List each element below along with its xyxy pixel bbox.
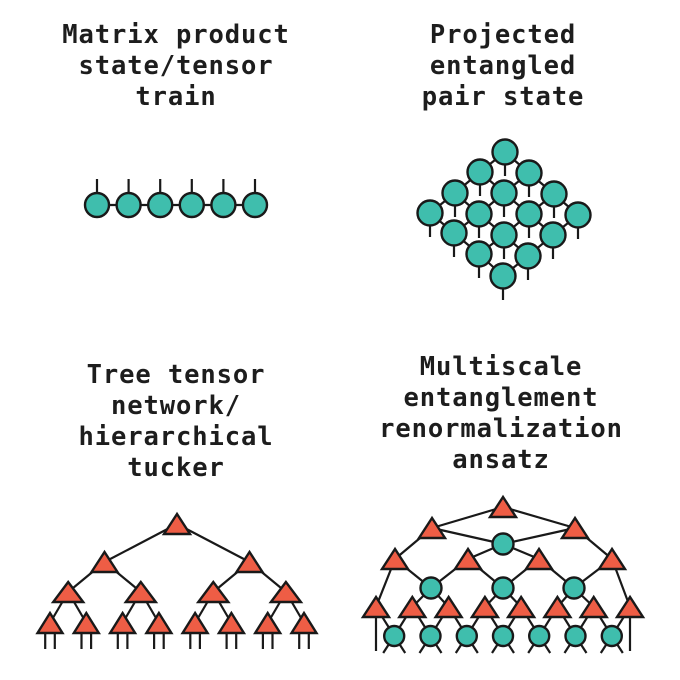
circle-tensor-node [455, 624, 478, 648]
circle-tensor-node [491, 138, 519, 166]
triangle-tensor-node [268, 580, 304, 604]
triangle-tensor-node [216, 610, 247, 635]
circle-tensor-node [600, 624, 623, 648]
triangle-tensor-node [542, 594, 573, 619]
circle-tensor-node [419, 624, 442, 648]
triangle-tensor-node [559, 515, 591, 540]
circle-tensor-node [491, 576, 515, 600]
triangle-tensor-node [523, 546, 555, 571]
triangle-tensor-node [379, 546, 411, 571]
panel-title-peps: Projected entangled pair state [421, 20, 585, 112]
circle-tensor-node [210, 191, 237, 219]
triangle-tensor-node [89, 549, 120, 574]
triangle-tensor-node [195, 580, 231, 604]
circle-tensor-node [564, 624, 587, 648]
diagram-peps [416, 138, 592, 300]
triangle-tensor-node [234, 549, 265, 574]
triangle-tensor-node [578, 594, 609, 619]
circle-tensor-node [491, 624, 515, 648]
circle-tensor-node [491, 532, 515, 556]
triangle-tensor-node [161, 511, 193, 536]
bond-edge [103, 523, 178, 563]
bond-edge [431, 505, 504, 530]
triangle-tensor-node [253, 610, 283, 635]
circle-tensor-node [466, 158, 494, 186]
triangle-tensor-node [397, 594, 428, 619]
circle-tensor-node [146, 191, 174, 219]
circle-tensor-node [540, 180, 568, 208]
triangle-tensor-node [50, 579, 86, 604]
triangle-tensor-node [180, 610, 210, 635]
bond-edge [176, 523, 251, 563]
bond-edge [431, 526, 504, 546]
triangle-tensor-node [487, 494, 519, 519]
circle-tensor-node [489, 262, 517, 290]
diagram-mera [360, 494, 646, 654]
circle-tensor-node [539, 221, 567, 249]
diagram-ttn [35, 511, 319, 649]
triangle-tensor-node [433, 594, 464, 619]
triangle-tensor-node [416, 515, 448, 540]
circle-tensor-node [515, 200, 543, 228]
triangle-tensor-node [505, 594, 537, 619]
circle-tensor-node [419, 576, 443, 600]
circle-tensor-node [515, 159, 543, 187]
circle-tensor-node [465, 200, 493, 228]
triangle-tensor-node [469, 594, 501, 619]
circle-tensor-node [514, 242, 542, 270]
triangle-tensor-node [107, 610, 138, 635]
triangle-tensor-node [123, 580, 159, 604]
circle-tensor-node [490, 179, 518, 207]
diagram-mps [83, 179, 269, 219]
triangle-tensor-node [144, 610, 174, 635]
triangle-tensor-node [452, 546, 484, 571]
circle-tensor-node [178, 191, 206, 219]
triangle-tensor-node [596, 546, 628, 571]
circle-tensor-node [528, 624, 551, 648]
circle-tensor-node [562, 576, 586, 600]
bond-edge [502, 505, 576, 530]
triangle-tensor-node [614, 594, 646, 619]
panel-title-mera: Multiscale entanglement renormalization … [379, 352, 623, 475]
circle-tensor-node [241, 191, 269, 219]
circle-tensor-node [383, 624, 406, 648]
triangle-tensor-node [360, 594, 392, 619]
circle-tensor-node [440, 219, 468, 247]
circle-tensor-node [416, 199, 444, 227]
circle-tensor-node [83, 191, 111, 219]
circle-tensor-node [115, 191, 142, 219]
circle-tensor-node [465, 240, 493, 268]
bond-edge [502, 526, 576, 546]
triangle-tensor-node [35, 610, 65, 635]
circle-tensor-node [441, 179, 469, 207]
panel-title-mps: Matrix product state/tensor train [62, 20, 290, 112]
panel-title-ttn: Tree tensor network/ hierarchical tucker [78, 360, 274, 483]
triangle-tensor-node [289, 610, 319, 635]
circle-tensor-node [564, 201, 592, 229]
circle-tensor-node [490, 221, 518, 249]
triangle-tensor-node [71, 610, 101, 635]
